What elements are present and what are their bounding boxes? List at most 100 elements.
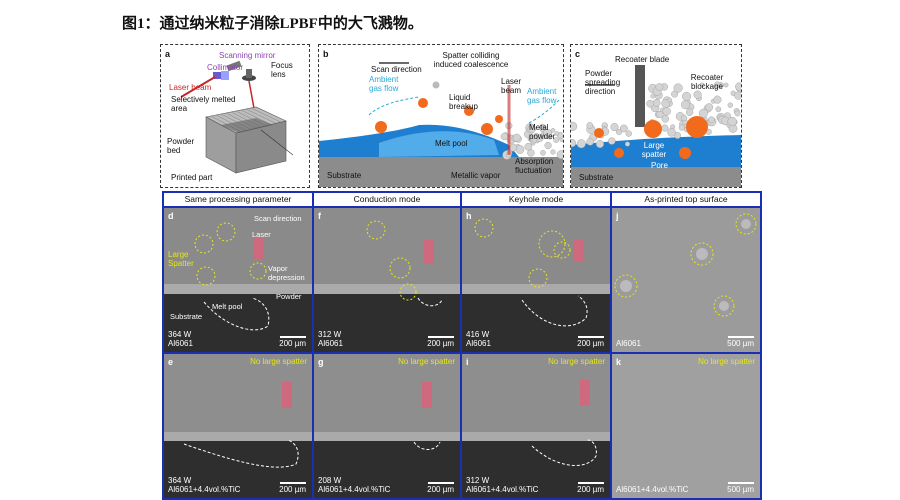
- material-value: Al6061+4.4vol.%TiC: [168, 485, 241, 494]
- scan-direction-label: Scan direction: [371, 65, 422, 74]
- column-top-surface: As-printed top surface j Al6061 500 µm k: [612, 193, 760, 498]
- material-value: Al6061+4.4vol.%TiC: [318, 485, 391, 494]
- power-value: 208 W: [318, 476, 342, 485]
- melt-pool-label: Melt pool: [212, 302, 243, 311]
- recoater-blockage-label: Recoater blockage: [690, 73, 724, 91]
- sem-frame: [612, 208, 760, 352]
- xray-frame: [164, 208, 312, 352]
- melt-pool-label: Melt pool: [435, 139, 468, 148]
- scale-label: 200 µm: [279, 485, 306, 494]
- power-value: 416 W: [466, 330, 490, 339]
- scale-label: 500 µm: [727, 339, 754, 348]
- xray-frame: [164, 354, 312, 498]
- xray-frame: [462, 208, 610, 352]
- spatter-schematic: [319, 62, 563, 187]
- material-value: Al6061: [168, 339, 193, 348]
- scale-bar: 500 µm: [727, 336, 754, 348]
- panel-letter: b: [323, 49, 329, 59]
- scale-bar: 200 µm: [577, 482, 604, 494]
- panel-letter: e: [168, 357, 174, 367]
- powder-bed-label: Powder bed: [167, 137, 195, 155]
- column-header: As-printed top surface: [612, 193, 760, 206]
- ambient-gas-right-label: Ambient gas flow: [527, 87, 557, 105]
- powder-label: Powder: [276, 292, 302, 301]
- metallic-vapor-label: Metallic vapor: [451, 171, 501, 180]
- laser-beam-label: Laser beam: [169, 83, 212, 92]
- figure-caption: 图1：通过纳米粒子消除LPBF中的大飞溅物。: [122, 16, 423, 32]
- scale-bar: 200 µm: [427, 482, 454, 494]
- panel-letter: a: [165, 49, 171, 59]
- material-value: Al6061: [466, 339, 491, 348]
- image-panel-k: k No large spatter Al6061+4.4vol.%TiC 50…: [612, 354, 760, 498]
- no-large-spatter-label: No large spatter: [698, 357, 755, 366]
- selectively-melted-label: Selectively melted area: [171, 95, 236, 113]
- liquid-breakup-label: Liquid breakup: [449, 93, 478, 111]
- scale-bar: 200 µm: [427, 336, 454, 348]
- panel-letter: g: [318, 357, 324, 367]
- material-label: Al6061+4.4vol.%TiC: [616, 485, 689, 494]
- vapor-depression-label: Vapor depression: [268, 264, 305, 282]
- material-value: Al6061: [318, 339, 343, 348]
- scanning-mirror-label: Scanning mirror: [219, 51, 276, 60]
- spatter-colliding-label: Spatter colliding induced coalescence: [433, 51, 509, 69]
- ambient-gas-left-label: Ambient gas flow: [369, 75, 399, 93]
- panel-b: b Scan direction Spatter colliding induc…: [318, 44, 564, 188]
- powder-spreading-label: Powder spreading direction: [585, 69, 621, 96]
- scale-bar: 500 µm: [727, 482, 754, 494]
- power-value: 312 W: [318, 330, 342, 339]
- absorption-label: Absorption fluctuation: [515, 157, 554, 175]
- scan-direction-label: Scan direction: [254, 214, 302, 223]
- focus-lens-label: Focus lens: [271, 61, 293, 79]
- substrate-label: Substrate: [170, 312, 203, 321]
- recoater-blade-label: Recoater blade: [615, 55, 670, 64]
- column-header: Conduction mode: [314, 193, 460, 206]
- scale-label: 200 µm: [577, 485, 604, 494]
- sem-frame: [612, 354, 760, 498]
- xray-frame: [314, 208, 460, 352]
- image-grid: Same processing parameter d Scan directi…: [162, 191, 762, 500]
- image-panel-j: j Al6061 500 µm: [612, 208, 760, 352]
- pore-label: Pore: [651, 161, 668, 170]
- panel-letter: i: [466, 357, 469, 367]
- substrate-c-label: Substrate: [579, 173, 614, 182]
- xray-frame: [314, 354, 460, 498]
- scale-bar: 200 µm: [279, 336, 306, 348]
- no-large-spatter-label: No large spatter: [548, 357, 605, 366]
- material-label: Al6061: [616, 339, 641, 348]
- column-header: Keyhole mode: [462, 193, 610, 206]
- large-spatter-label: Large Spatter: [168, 250, 194, 268]
- laser-label: Laser: [252, 230, 271, 239]
- image-panel-d: d Scan direction Laser Large Spatter Vap…: [164, 208, 312, 352]
- panel-letter: c: [575, 49, 581, 59]
- power-value: 312 W: [466, 476, 490, 485]
- scale-bar: 200 µm: [279, 482, 306, 494]
- material-value: Al6061+4.4vol.%TiC: [466, 485, 539, 494]
- laser-beam-b-label: Laser beam: [501, 77, 522, 95]
- substrate-b-label: Substrate: [327, 171, 362, 180]
- panel-letter: f: [318, 211, 321, 221]
- printer-schematic: [180, 60, 294, 174]
- power-value: 364 W: [168, 476, 192, 485]
- printed-part-label: Printed part: [171, 173, 213, 182]
- column-same-parameter: Same processing parameter d Scan directi…: [164, 193, 312, 498]
- metal-powder-label: Metal powder: [529, 123, 556, 141]
- panel-letter: k: [616, 357, 622, 367]
- panel-letter: j: [616, 211, 619, 221]
- scale-label: 200 µm: [279, 339, 306, 348]
- xray-frame: [462, 354, 610, 498]
- collimator-label: Collimator: [207, 63, 244, 72]
- large-spatter-c-label: Large spatter: [641, 141, 667, 159]
